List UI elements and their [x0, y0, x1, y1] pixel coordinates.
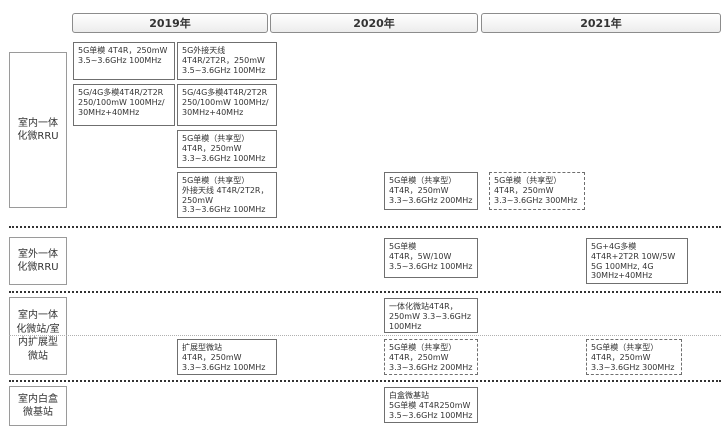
row-label-white-box-micro-station: 室内白盒 微基站 [9, 386, 67, 426]
row-separator-2 [9, 291, 721, 293]
card-5g-4g-multimode-outdoor: 5G+4G多模 4T4R+2T2R 10W/5W 5G 100MHz, 4G 3… [586, 238, 688, 284]
card-5g-4g-multimode-a: 5G/4G多模4T4R/2T2R 250/100mW 100MHz/ 30MHz… [73, 84, 175, 126]
card-5g-shared-200mhz-station: 5G单模（共享型） 4T4R，250mW 3.3~3.6GHz 200MHz [384, 339, 478, 375]
card-5g-single-mode-5w-10w: 5G单模 4T4R，5W/10W 3.5~3.6GHz 100MHz [384, 238, 478, 278]
row-label-indoor-micro-station: 室内一体 化微站/室 内扩展型 微站 [9, 297, 67, 375]
row-separator-3 [9, 380, 721, 382]
row-separator-1 [9, 226, 721, 228]
row-label-outdoor-micro-rru: 室外一体 化微RRU [9, 237, 67, 285]
card-integrated-micro-station: 一体化微站4T4R， 250mW 3.3~3.6GHz 100MHz [384, 298, 478, 333]
row-separator-sub [9, 335, 721, 336]
card-5g-external-antenna: 5G外接天线 4T4R/2T2R，250mW 3.5~3.6GHz 100MHz [177, 42, 277, 80]
row-label-indoor-micro-rru: 室内一体 化微RRU [9, 52, 67, 208]
year-header-2019: 2019年 [72, 13, 268, 33]
card-white-box-micro-station: 白盒微基站 5G单模 4T4R250mW 3.5~3.6GHz 100MHz [384, 387, 478, 423]
card-5g-shared-300mhz: 5G单模（共享型） 4T4R，250mW 3.3~3.6GHz 300MHz [489, 172, 585, 210]
card-extended-micro-station: 扩展型微站 4T4R，250mW 3.3~3.6GHz 100MHz [177, 339, 277, 375]
year-header-2021: 2021年 [481, 13, 721, 33]
card-5g-shared-100mhz: 5G单模（共享型） 4T4R，250mW 3.3~3.6GHz 100MHz [177, 130, 277, 168]
card-5g-shared-300mhz-station: 5G单模（共享型） 4T4R，250mW 3.3~3.6GHz 300MHz [586, 339, 682, 375]
card-5g-shared-external-antenna: 5G单模（共享型） 外接天线 4T4R/2T2R， 250mW 3.3~3.6G… [177, 172, 277, 218]
card-5g-4g-multimode-b: 5G/4G多模4T4R/2T2R 250/100mW 100MHz/ 30MHz… [177, 84, 277, 126]
card-5g-shared-200mhz: 5G单模（共享型） 4T4R，250mW 3.3~3.6GHz 200MHz [384, 172, 478, 210]
card-5g-single-mode-4t4r: 5G单模 4T4R，250mW 3.5~3.6GHz 100MHz [73, 42, 175, 80]
year-header-2020: 2020年 [270, 13, 478, 33]
